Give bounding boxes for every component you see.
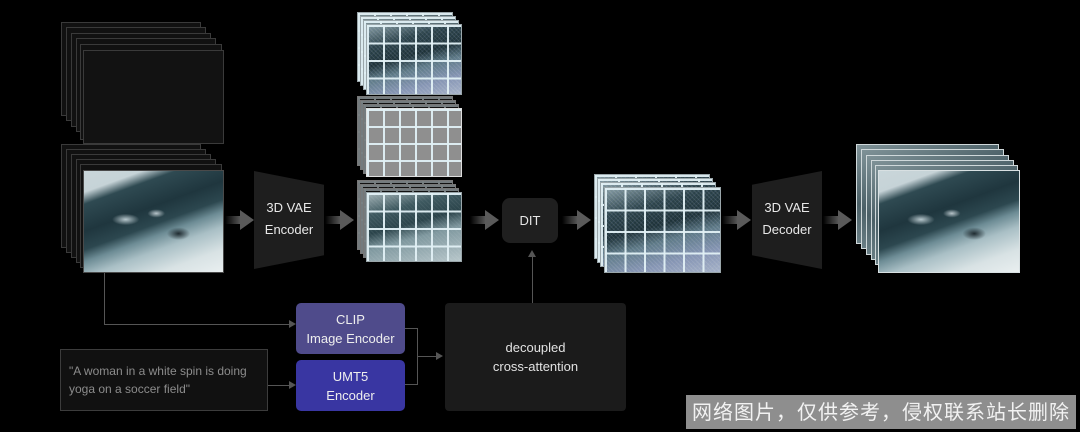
latent-image-front <box>366 192 462 262</box>
output-frame-front <box>878 170 1020 273</box>
connector-line <box>418 356 437 357</box>
clip-image-encoder: CLIP Image Encoder <box>296 303 405 354</box>
arrow-icon <box>722 210 752 230</box>
vae-decoder: 3D VAE Decoder <box>752 171 822 269</box>
watermark: 网络图片，仅供参考，侵权联系站长删除 <box>686 395 1076 429</box>
arrowhead-icon <box>436 352 443 360</box>
connector-line <box>104 273 105 325</box>
arrowhead-icon <box>289 320 296 328</box>
dit-block: DIT <box>502 198 558 243</box>
mask-front <box>366 108 462 177</box>
arrow-icon <box>325 210 355 230</box>
xattn-line1: decoupled <box>505 340 566 355</box>
vae-decoder-line1: 3D VAE <box>764 200 810 215</box>
decoupled-cross-attention: decoupled cross-attention <box>445 303 626 411</box>
input-image <box>83 170 224 273</box>
clip-line1: CLIP <box>336 311 365 327</box>
clip-line2: Image Encoder <box>306 330 395 346</box>
latent-video-front <box>366 24 462 95</box>
vae-encoder-line1: 3D VAE <box>266 200 312 215</box>
arrow-icon <box>562 210 592 230</box>
arrow-icon <box>823 210 853 230</box>
connector-line <box>104 324 290 325</box>
vae-decoder-line2: Decoder <box>762 222 812 237</box>
vae-encoder: 3D VAE Encoder <box>254 171 324 269</box>
arrowhead-icon <box>528 250 536 257</box>
xattn-line2: cross-attention <box>492 359 579 374</box>
connector-line <box>532 256 533 303</box>
text-prompt: "A woman in a white spin is doing yoga o… <box>60 349 268 411</box>
umt5-encoder: UMT5 Encoder <box>296 360 405 411</box>
prompt-text: "A woman in a white spin is doing yoga o… <box>69 364 247 396</box>
vae-encoder-line2: Encoder <box>264 222 314 237</box>
dit-output-front <box>604 187 721 273</box>
connector-line <box>405 384 418 385</box>
arrowhead-icon <box>289 381 296 389</box>
frame-front <box>83 50 224 144</box>
dit-label: DIT <box>519 213 541 228</box>
umt5-line2: Encoder <box>326 387 375 403</box>
arrow-icon <box>225 210 255 230</box>
umt5-line1: UMT5 <box>332 368 369 384</box>
connector-line <box>417 328 418 385</box>
connector-line <box>405 328 418 329</box>
arrow-icon <box>470 210 500 230</box>
connector-line <box>268 385 290 386</box>
